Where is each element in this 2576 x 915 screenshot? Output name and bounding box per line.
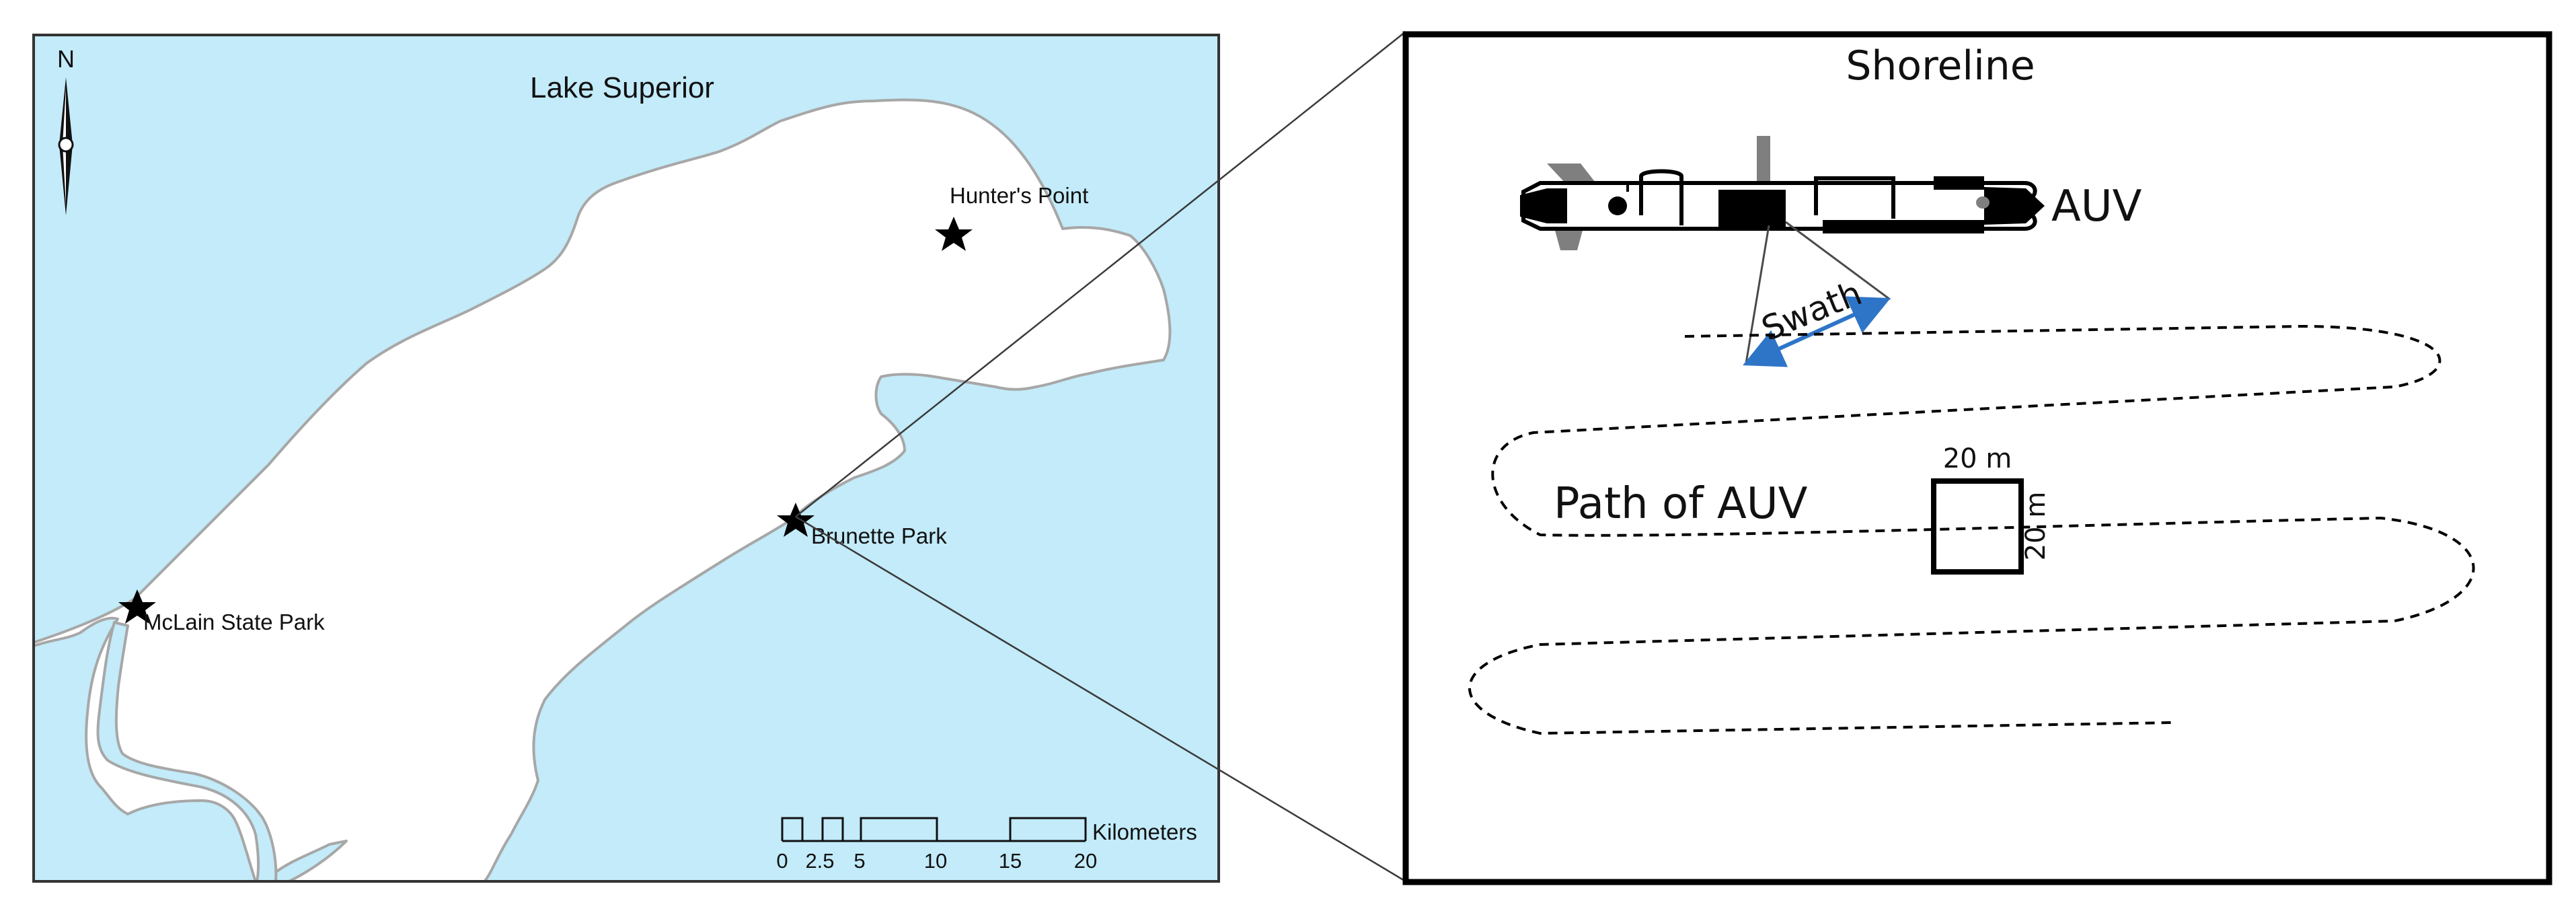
inset-frame [1402,31,2552,885]
upper-fin [1547,163,1597,185]
scale-tick-label: 15 [999,849,1022,873]
quadrat-square [1931,478,2024,575]
scale-tick-label: 20 [1074,849,1097,873]
auv-label: AUV [2051,182,2142,231]
north-arrow: N [57,45,75,215]
auv-payload-block [1718,190,1786,229]
north-label: N [57,45,75,73]
scale-unit-label: Kilometers [1092,819,1197,844]
auv-vehicle [1520,136,2045,250]
auv-survey-path [1468,324,2475,735]
map-title: Lake Superior [530,71,714,104]
location-map: Lake Superior N Hunter's Point Brunette … [32,34,1220,883]
star-marker-icon [118,589,156,624]
survey-inset: Shoreline AUV Swath Pat [1402,31,2552,885]
lower-fin [1554,225,1584,250]
scale-tick-label: 2.5 [805,849,834,873]
quadrat-width-label: 20 m [1943,443,2012,474]
peninsula-landmass [32,98,1172,883]
star-marker-icon [935,217,973,251]
star-marker-icon [777,503,815,537]
quadrat: 20 m 20 m [1931,443,2051,575]
auv-sensor-dot [1608,196,1627,215]
swath-arrow [1743,296,1891,367]
scale-tick-label: 0 [776,849,788,873]
scale-tick-label: 5 [854,849,865,873]
place-mclain-state-park: McLain State Park [118,589,325,634]
place-hunters-point: Hunter's Point [935,183,1088,251]
place-brunette-park: Brunette Park [777,503,947,548]
scale-bar: 0 2.5 5 10 15 20 Kilometers [776,817,1197,873]
scale-tick-label: 10 [924,849,947,873]
antenna-mast [1757,136,1770,190]
inset-title: Shoreline [1846,42,2035,89]
path-label: Path of AUV [1554,479,1808,529]
place-label: McLain State Park [143,610,325,634]
place-label: Hunter's Point [950,183,1088,208]
place-label: Brunette Park [811,523,947,548]
map-frame [32,34,1220,883]
quadrat-height-label: 20 m [2020,492,2051,561]
zoom-connector-lines [795,31,1406,883]
